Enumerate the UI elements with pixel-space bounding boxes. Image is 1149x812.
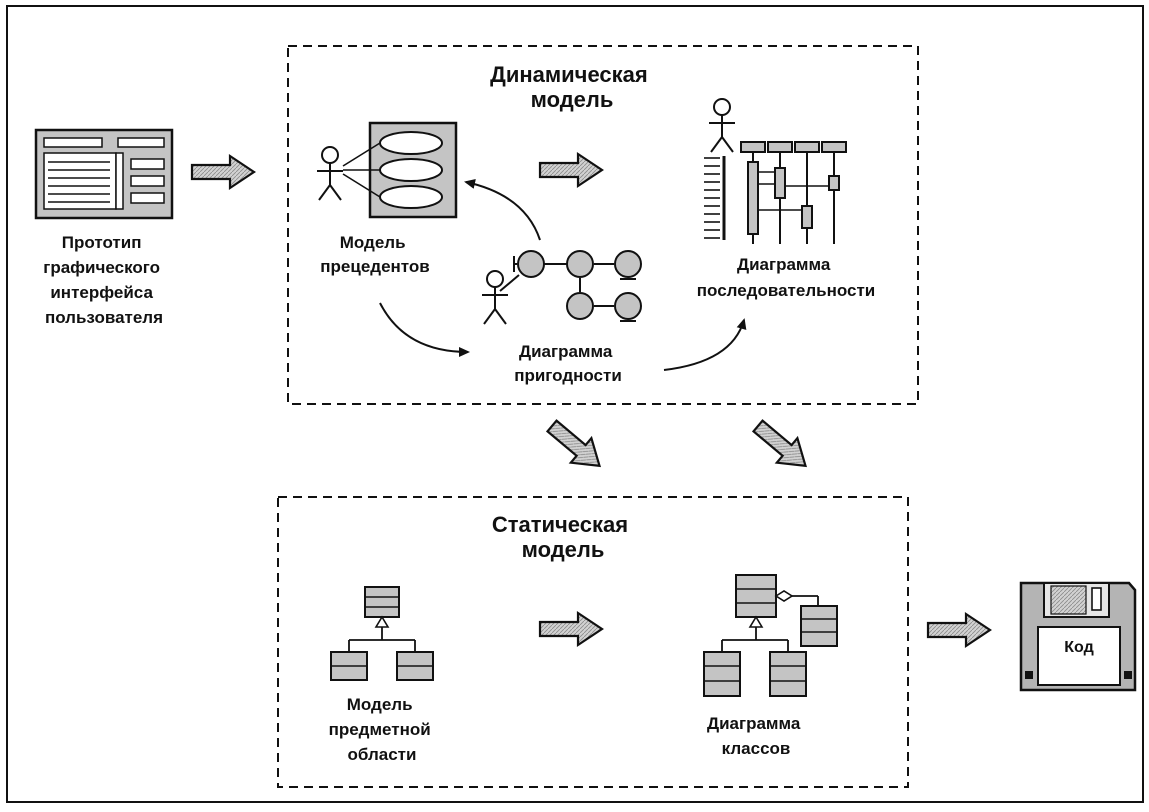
dynamic-model-title: Динамическая модель <box>490 62 654 112</box>
gui-prototype-label: Прототип графического интерфейса пользов… <box>43 233 164 327</box>
robustness-diagram-icon <box>481 250 642 325</box>
curve-arrow-robustness-to-sequence <box>663 318 747 371</box>
code-label: Код <box>1064 639 1093 656</box>
static-model-frame <box>277 496 909 788</box>
static-model-title: Статическая модель <box>492 512 634 562</box>
flow-arrow-domain-to-class <box>538 611 604 647</box>
flow-arrow-prototype-to-dynamic <box>190 154 256 190</box>
use-case-model-label: Модель прецедентов <box>320 233 429 276</box>
curve-arrow-robustness-to-usecase <box>464 179 541 241</box>
sequence-diagram-label: Диаграмма последовательности <box>697 255 875 300</box>
flow-arrow-dynamic-to-static-right <box>746 412 817 480</box>
floppy-disk-icon <box>1019 581 1137 692</box>
domain-model-label: Модель предметной области <box>329 695 436 764</box>
flow-arrow-usecase-to-sequence <box>538 152 604 188</box>
sequence-diagram-icon <box>704 98 847 244</box>
class-diagram-icon <box>703 574 838 697</box>
flow-arrow-class-to-code <box>926 612 992 648</box>
domain-model-icon <box>330 586 434 681</box>
dynamic-model-frame <box>287 45 919 405</box>
flow-arrow-dynamic-to-static-left <box>540 412 611 480</box>
gui-prototype-icon <box>34 128 174 220</box>
robustness-diagram-label: Диаграмма пригодности <box>514 342 622 385</box>
curve-arrow-usecase-to-robustness <box>379 302 470 357</box>
figure-frame <box>6 5 1144 803</box>
use-case-model-icon <box>316 121 458 219</box>
class-diagram-label: Диаграмма классов <box>707 714 805 758</box>
